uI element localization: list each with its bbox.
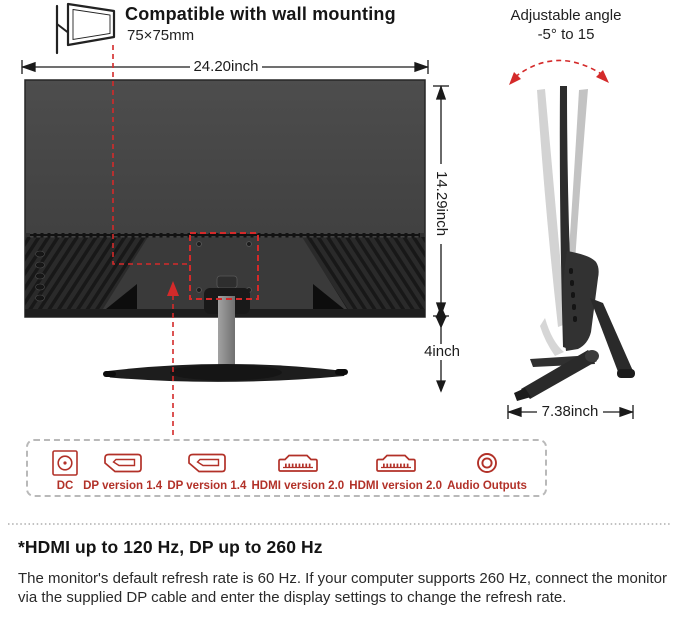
wall-mount-title: Compatible with wall mounting bbox=[125, 4, 396, 24]
port-label: HDMI version 2.0 bbox=[349, 480, 442, 492]
port-dp-1: DP version 1.4 bbox=[83, 444, 162, 492]
wall-mount-icon bbox=[55, 2, 116, 55]
audio-output-icon bbox=[474, 448, 500, 478]
adjustable-angle-label: Adjustable angle -5° to 15 bbox=[486, 6, 646, 44]
monitor-stand bbox=[103, 275, 348, 382]
vesa-screw-holes bbox=[196, 241, 252, 293]
port-hdmi-2: HDMI version 2.0 bbox=[349, 444, 442, 492]
adjustable-angle-line2: -5° to 15 bbox=[537, 26, 595, 43]
monitor-side-view bbox=[514, 86, 635, 401]
port-dp-2: DP version 1.4 bbox=[167, 444, 246, 492]
port-hdmi-1: HDMI version 2.0 bbox=[251, 444, 345, 492]
refresh-rate-heading: *HDMI up to 120 Hz, DP up to 260 Hz bbox=[18, 537, 323, 557]
port-label: DP version 1.4 bbox=[167, 480, 247, 492]
ports-panel: DC DP version 1.4 DP version 1.4 bbox=[26, 439, 547, 497]
hdmi-port-icon bbox=[276, 448, 320, 478]
port-audio: Audio Outputs bbox=[447, 444, 527, 492]
monitor-back-view bbox=[24, 79, 426, 382]
displayport-icon bbox=[187, 448, 227, 478]
red-annotation-lines bbox=[112, 45, 259, 438]
refresh-rate-description: The monitor's default refresh rate is 60… bbox=[18, 570, 667, 606]
port-label: HDMI version 2.0 bbox=[251, 480, 345, 492]
port-label: Audio Outputs bbox=[447, 480, 527, 492]
wall-mount-vesa-size: 75×75mm bbox=[127, 27, 195, 44]
width-dimension-label: 24.20inch bbox=[190, 59, 262, 75]
port-dc: DC bbox=[52, 444, 78, 492]
tilt-arc-arrow bbox=[509, 59, 609, 85]
port-label: DP version 1.4 bbox=[83, 480, 163, 492]
stand-height-dimension-label: 4inch bbox=[420, 344, 464, 360]
depth-dimension-label: 7.38inch bbox=[537, 404, 603, 420]
height-dimension-label: 14.29inch bbox=[431, 164, 451, 244]
adjustable-angle-line1: Adjustable angle bbox=[510, 7, 622, 24]
hdmi-port-icon bbox=[374, 448, 418, 478]
port-label: DC bbox=[56, 480, 74, 492]
osd-buttons bbox=[35, 250, 45, 302]
displayport-icon bbox=[103, 448, 143, 478]
dc-port-icon bbox=[52, 448, 78, 478]
